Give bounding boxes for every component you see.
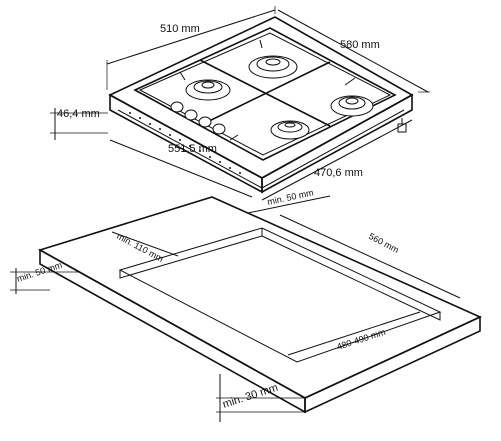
- cutout-depth-dimension-line: [279, 214, 461, 299]
- cutout-diag-side-label: 470,6 mm: [314, 167, 363, 179]
- front-vent-dots: [129, 112, 241, 174]
- cutout-width-dimension-line: [287, 311, 421, 356]
- burner-right: [330, 95, 374, 117]
- knob-2: [184, 109, 198, 121]
- min-left-dimension-line: [111, 231, 179, 257]
- cutout-diag-front-label: 551,5 mm: [168, 143, 217, 155]
- hob-depth-label: 580 mm: [340, 39, 380, 51]
- worktop-side-edge: [304, 315, 481, 414]
- hob-drawing: [108, 16, 414, 194]
- hob-height-label: 46,4 mm: [57, 108, 100, 120]
- hob-side-edge: [261, 93, 413, 194]
- burner-rear: [248, 55, 298, 79]
- burner-left: [185, 79, 231, 101]
- knob-1: [170, 101, 184, 113]
- depth-dimension-line: [277, 9, 429, 93]
- min-left-side-label: min. 110 mm: [115, 231, 165, 264]
- worktop-drawing: [37, 196, 482, 414]
- cutout-depth-label: 560 mm: [367, 231, 400, 255]
- worktop-thickness-label: min. 30 mm: [221, 382, 279, 411]
- min-rear-dimension-line: [247, 195, 331, 214]
- control-knobs: [170, 101, 226, 135]
- width-dimension-line: [106, 9, 276, 65]
- side-diag-dimension-line: [261, 119, 413, 201]
- front-diag-dimension-line: [109, 139, 253, 198]
- knob-3: [198, 116, 212, 128]
- hob-dimensions: 510 mm 580 mm 46,4 mm 551,5 mm 470,6 mm: [50, 6, 430, 201]
- hob-width-label: 510 mm: [160, 23, 200, 35]
- burner-front: [270, 120, 310, 140]
- knob-4: [212, 123, 226, 135]
